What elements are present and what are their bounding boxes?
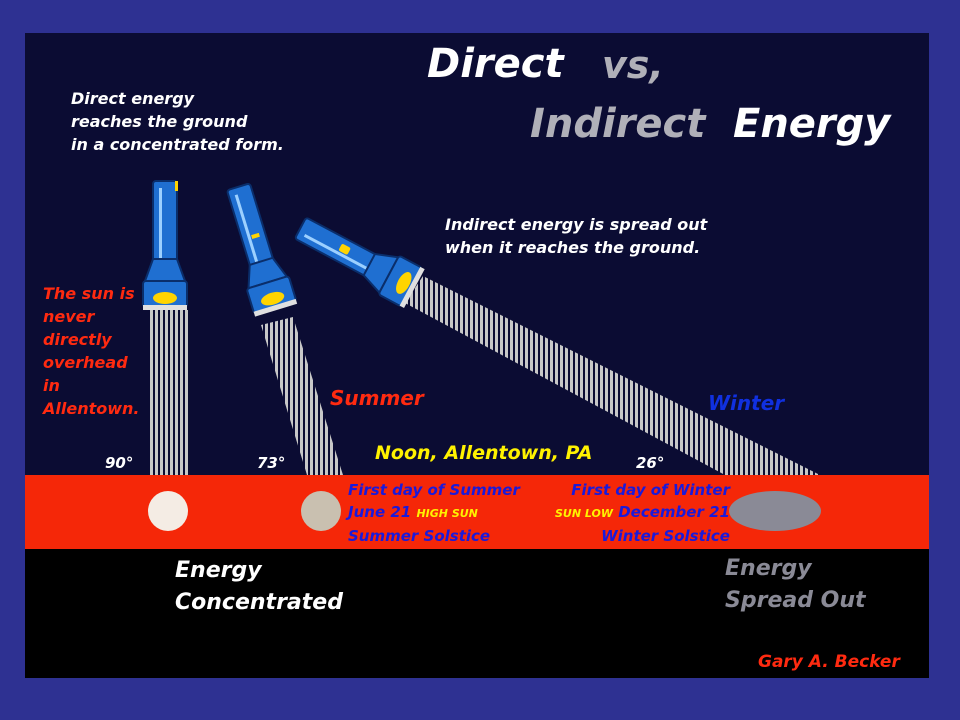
title-vs: vs, [602, 43, 664, 87]
direct-note-line: reaches the ground [71, 112, 248, 131]
sun-note-line: Allentown. [43, 399, 140, 418]
summer-solstice-info: First day of Summer June 21 HIGH SUN Sum… [348, 479, 520, 547]
sun-note-line: The sun is [43, 284, 135, 303]
sun-never-overhead-note: The sun is never directly overhead in Al… [43, 282, 139, 420]
flashlights-illustration [142, 180, 821, 531]
spread-light-spot [729, 491, 821, 531]
summer-info-line: June 21 HIGH SUN [348, 501, 520, 525]
low-light-beam-winter [405, 276, 820, 475]
indirect-note-line: when it reaches the ground. [445, 238, 701, 257]
winter-solstice-info: First day of Winter SUN LOW December 21 … [555, 479, 730, 547]
sun-note-line: never [43, 307, 95, 326]
energy-spread-caption: Energy Spread Out [725, 553, 866, 617]
indirect-note-line: Indirect energy is spread out [445, 215, 708, 234]
title-direct: Direct [427, 41, 564, 87]
vertical-light-beam [149, 310, 189, 475]
sun-note-line: overhead [43, 353, 128, 372]
angle-90-label: 90° [105, 454, 134, 472]
flashlight-low-icon [294, 217, 425, 309]
noon-location-label: Noon, Allentown, PA [375, 442, 593, 464]
angle-73-label: 73° [257, 454, 286, 472]
direct-note-line: Direct energy [71, 89, 195, 108]
winter-info-line: SUN LOW December 21 [555, 501, 730, 525]
summer-info-line: Summer Solstice [348, 527, 491, 545]
energy-concentrated-caption: Energy Concentrated [175, 555, 343, 619]
winter-label: Winter [708, 391, 785, 415]
flashlight-tilted-icon [226, 183, 298, 317]
summer-light-spot [301, 491, 341, 531]
energy-caption-line: Spread Out [725, 588, 866, 613]
sun-note-line: in [43, 376, 60, 395]
diagram-panel: Direct vs, Indirect Energy Direct energy… [25, 33, 929, 678]
lower-floor [25, 549, 929, 678]
title-energy: Energy [733, 101, 891, 147]
indirect-energy-note: Indirect energy is spread out when it re… [445, 213, 707, 259]
angled-light-beam-summer [261, 317, 343, 475]
sun-note-line: directly [43, 330, 112, 349]
winter-info-line: Winter Solstice [601, 527, 730, 545]
author-credit: Gary A. Becker [758, 652, 900, 672]
winter-info-line: First day of Winter [571, 481, 730, 499]
energy-caption-line: Energy [725, 556, 812, 581]
energy-caption-line: Energy [175, 558, 262, 583]
high-sun-tag: HIGH SUN [416, 507, 478, 520]
title-indirect: Indirect [530, 101, 706, 147]
energy-caption-line: Concentrated [175, 590, 343, 615]
summer-label: Summer [330, 386, 424, 410]
winter-date: December 21 [618, 503, 730, 521]
summer-date: June 21 [348, 503, 412, 521]
summer-info-line: First day of Summer [348, 481, 520, 499]
flashlight-vertical-icon [142, 180, 188, 310]
direct-note-line: in a concentrated form. [71, 135, 284, 154]
angle-26-label: 26° [636, 454, 665, 472]
direct-energy-note: Direct energy reaches the ground in a co… [71, 87, 284, 156]
sun-low-tag: SUN LOW [555, 507, 613, 520]
concentrated-light-spot [148, 491, 188, 531]
